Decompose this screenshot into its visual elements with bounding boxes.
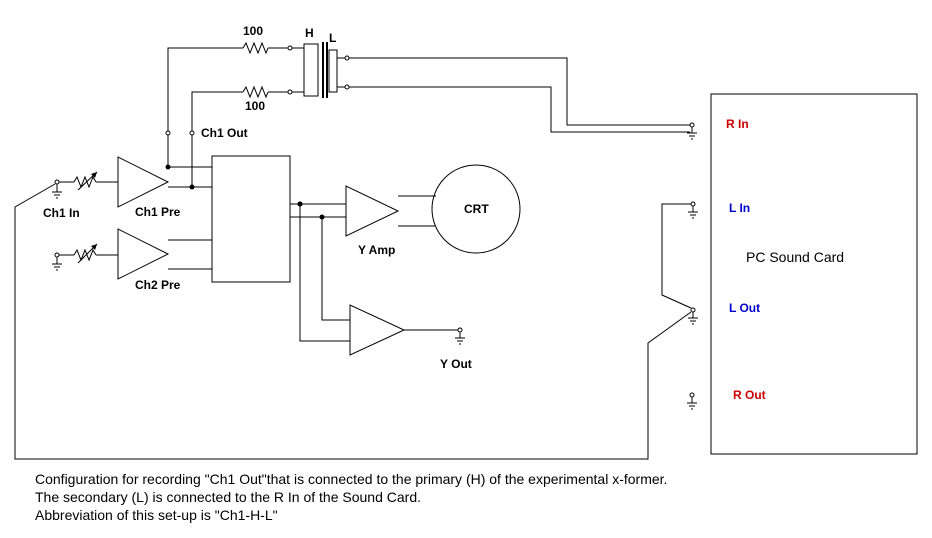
l-out-jack (688, 307, 698, 325)
r-out-jack (687, 392, 697, 410)
caption: Configuration for recording "Ch1 Out"tha… (35, 470, 667, 524)
transformer (303, 42, 345, 98)
ch1-out-label: Ch1 Out (201, 126, 248, 140)
transformer-primary-label: H (305, 26, 314, 40)
secondary-wire-top (349, 57, 690, 126)
ch1-in-terminal (54, 179, 60, 185)
l-out-label: L Out (729, 301, 760, 315)
ch2-potentiometer (73, 248, 97, 262)
ch2-in-terminal (54, 252, 60, 258)
crt-tube (431, 164, 521, 254)
y-out-ground-symbol (455, 332, 465, 345)
secondary-terminal-bottom (344, 84, 350, 90)
ch1-out-terminal-right (189, 130, 195, 136)
junction-dot (189, 184, 195, 190)
junction-dot (165, 164, 171, 170)
ch1-pre-label: Ch1 Pre (135, 205, 181, 219)
resistor-bottom-label: 100 (245, 99, 265, 113)
sound-card-label: PC Sound Card (746, 249, 844, 265)
caption-line-3: Abbreviation of this set-up is "Ch1-H-L" (35, 507, 278, 523)
y-amp (345, 185, 400, 237)
r-out-label: R Out (733, 388, 766, 402)
r-in-jack (687, 122, 697, 140)
resistor-100-top (242, 41, 269, 55)
ch1-in-label: Ch1 In (43, 206, 80, 220)
l-in-jack (688, 201, 698, 219)
sound-card-box (710, 93, 918, 455)
primary-terminal-bottom (287, 89, 293, 95)
primary-feed-wires (167, 47, 304, 187)
y-amp-label: Y Amp (358, 243, 395, 257)
crt-label: CRT (464, 202, 489, 216)
r-in-label: R In (726, 117, 749, 131)
secondary-terminal-top (344, 55, 350, 61)
transformer-secondary-label: L (329, 31, 336, 45)
ch1-potentiometer (73, 175, 97, 189)
ch1-out-terminal-left (165, 130, 171, 136)
ch1-input-ground-symbol (52, 184, 62, 199)
l-out-to-l-in-wire (661, 203, 692, 309)
y-out-label: Y Out (440, 357, 472, 371)
y-out-amp (349, 304, 406, 356)
mixer-block (211, 155, 291, 283)
resistor-100-bottom (242, 85, 269, 99)
secondary-wire-bottom (349, 86, 690, 133)
y-out-terminal (457, 327, 463, 333)
resistor-top-label: 100 (243, 24, 263, 38)
ch2-input-ground-symbol (52, 257, 62, 271)
caption-line-1: Configuration for recording "Ch1 Out"tha… (35, 471, 668, 487)
ch1-preamp (117, 156, 170, 208)
ch2-preamp (117, 228, 170, 280)
primary-terminal-top (287, 45, 293, 51)
caption-line-2: The secondary (L) is connected to the R … (35, 489, 421, 505)
ch2-pre-label: Ch2 Pre (135, 278, 181, 292)
l-in-label: L In (729, 201, 750, 215)
loopback-wire (14, 183, 692, 460)
